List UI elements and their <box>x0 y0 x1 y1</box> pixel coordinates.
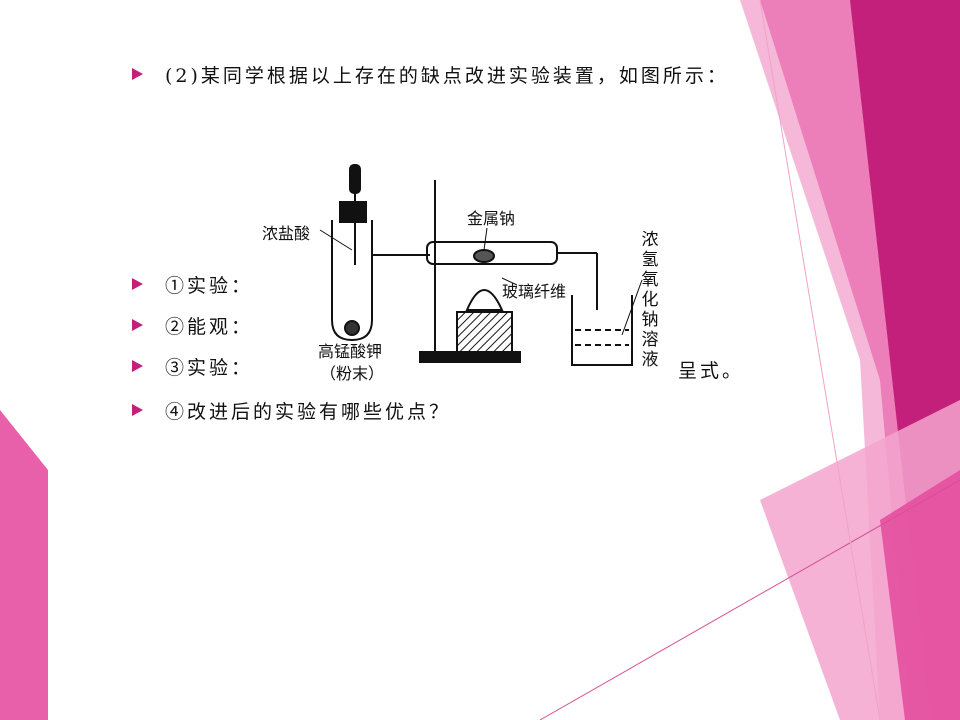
bullet-text-tail: 呈式。 <box>678 360 745 382</box>
bullet-item-1: (2)某同学根据以上存在的缺点改进实验装置，如图所示： <box>132 60 729 88</box>
pointer-sodium <box>483 227 488 251</box>
label-naoh: 浓氢氧化钠溶液 <box>641 230 659 370</box>
label-powder: （粉末） <box>320 364 385 383</box>
bullet-text: ①实验： <box>165 274 254 297</box>
bullet-triangle-icon <box>132 404 143 416</box>
bullet-item-2: ①实验： <box>132 270 253 298</box>
bullet-item-5: ④改进后的实验有哪些优点？ <box>132 396 451 424</box>
left-pink-band <box>0 410 48 720</box>
bullet-text: ②能观： <box>165 315 254 338</box>
test-tube <box>331 220 373 342</box>
right-lower-facet-2 <box>880 470 960 720</box>
pointer-naoh <box>621 279 643 336</box>
label-sodium: 金属钠 <box>467 209 516 228</box>
stand-base <box>419 351 521 363</box>
thin-pink-line <box>539 479 960 720</box>
bullet-text: (2)某同学根据以上存在的缺点改进实验装置，如图所示： <box>165 64 729 87</box>
burner-flame <box>465 289 504 311</box>
apparatus-drawing <box>319 164 643 366</box>
bullet-triangle-icon <box>132 319 143 331</box>
apparatus-diagram: 浓盐酸 金属钠 玻璃纤维 高锰酸钾 （粉末） 浓氢氧化钠溶液 <box>252 160 672 390</box>
bullet-text: ④改进后的实验有哪些优点？ <box>165 400 452 423</box>
thin-pink-line-2 <box>759 0 881 720</box>
sodium-lump <box>473 249 495 263</box>
bullet-item-3: ②能观： <box>132 311 253 339</box>
label-acid: 浓盐酸 <box>262 224 311 243</box>
burner-base <box>456 311 513 353</box>
beaker <box>571 295 633 366</box>
pointer-acid <box>319 229 353 251</box>
label-kmno4: 高锰酸钾 <box>318 342 383 361</box>
bullet-text: ③实验： <box>165 356 254 379</box>
bullet-item-4: ③实验： <box>132 352 253 380</box>
pointer-fiber <box>501 277 518 286</box>
bullet-triangle-icon <box>132 278 143 290</box>
label-fiber: 玻璃纤维 <box>502 282 567 301</box>
stopper <box>339 201 367 223</box>
powder <box>344 320 360 336</box>
bullet-triangle-icon <box>132 360 143 372</box>
bullet-triangle-icon <box>132 68 143 80</box>
dropper-bulb <box>349 164 361 194</box>
